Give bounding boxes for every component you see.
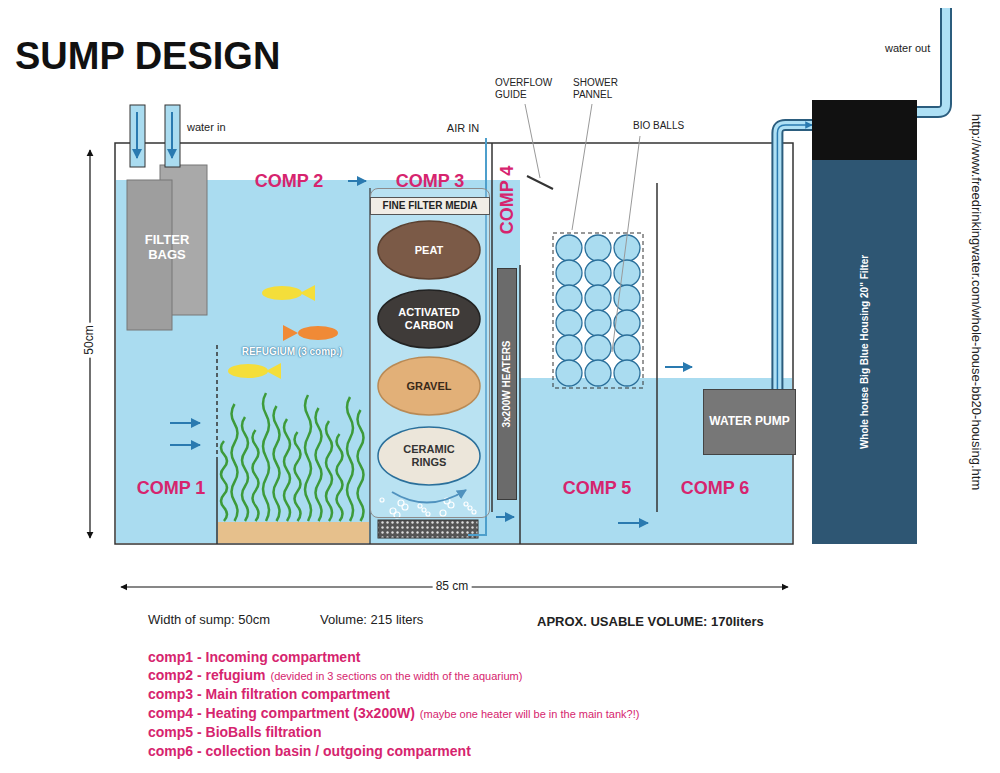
media-ellipse: [378, 290, 480, 348]
compartment-name: COMP 1: [137, 478, 206, 499]
callout-label: BIO BALLS: [633, 120, 684, 132]
flow-label: water in: [187, 121, 226, 134]
media-layer: GRAVEL: [377, 356, 481, 416]
divider: [216, 460, 218, 544]
node-label: GRAVEL: [406, 380, 451, 393]
node-label: FILTER BAGS: [132, 233, 202, 263]
outlet-pipe: [917, 8, 946, 112]
media-ellipse: [378, 357, 480, 415]
compartment-aside: (devided in 3 sections on the width of t…: [270, 670, 522, 683]
dimension-label: 85 cm: [433, 580, 472, 594]
outlet-pipe: [917, 8, 946, 112]
flow-arrows: [137, 112, 692, 523]
media-layer: PEAT: [377, 220, 481, 280]
compartment-aside: (maybe one heater will be in the main ta…: [420, 708, 640, 721]
pump-pipe: [777, 125, 812, 389]
node-label: Whole house Big Blue Housing 20" Filter: [859, 255, 871, 449]
spec-note: APROX. USABLE VOLUME: 170liters: [537, 615, 764, 630]
filter-column: FINE FILTER MEDIA PEAT ACTIVATED CARBON GRA…: [370, 188, 490, 518]
bio-balls: [556, 235, 640, 386]
node-label: ACTIVATED CARBON: [392, 306, 466, 331]
divider: [656, 183, 658, 512]
filter-housing: Whole house Big Blue Housing 20" Filter: [812, 100, 917, 544]
inlet-pipe: [130, 105, 145, 167]
compartment-note: comp6 - collection basin / outgoing comp…: [148, 743, 471, 759]
compartment-note: comp2 - refugium: [148, 667, 265, 683]
source-url: http://www.freedrinkingwater.com/whole-h…: [969, 114, 984, 490]
plants: [221, 393, 364, 521]
heater-bar: 3x200W HEATERS: [497, 268, 517, 500]
column-heading: FINE FILTER MEDIA: [370, 197, 490, 215]
divider: [491, 143, 493, 512]
water: [116, 180, 520, 543]
media-layer: ACTIVATED CARBON: [377, 289, 481, 349]
leader-lines: [525, 104, 640, 352]
divider: [519, 265, 521, 544]
dimension-label: 50cm: [83, 322, 97, 357]
flow-label: AIR IN: [447, 122, 479, 135]
inlet-pipe: [165, 105, 180, 167]
sand-bed: [218, 522, 369, 543]
media-ellipse: [378, 221, 480, 279]
node-label: PEAT: [415, 244, 444, 257]
area-label: REFUGIUM (3 comp.): [242, 346, 343, 358]
node-label: 3x200W HEATERS: [501, 340, 513, 427]
compartment-name: COMP 4: [497, 166, 518, 235]
water-pump: WATER PUMP: [703, 389, 796, 455]
flow-label: water out: [885, 42, 930, 55]
compartment-note: comp3 - Main filtration compartment: [148, 686, 390, 702]
spec-note: Volume: 215 liters: [320, 613, 423, 628]
media-layer: CERAMIC RINGS: [377, 426, 481, 486]
callout-label: SHOWER PANNEL: [573, 77, 628, 100]
node-label: CERAMIC RINGS: [392, 443, 466, 468]
filter-mesh: [378, 520, 478, 538]
callout-label: OVERFLOW GUIDE: [495, 77, 557, 100]
spec-note: Width of sump: 50cm: [148, 613, 270, 628]
compartment-note: comp1 - Incoming compartment: [148, 649, 360, 665]
sump-tank: [115, 143, 793, 544]
filter-bags: FILTER BAGS: [127, 165, 207, 330]
compartment-name: COMP 5: [563, 478, 632, 499]
node-label: WATER PUMP: [709, 415, 789, 429]
compartment-note: comp5 - BioBalls filtration: [148, 724, 321, 740]
compartment-name: COMP 3: [396, 171, 465, 192]
shower-panel: [553, 233, 643, 388]
compartment-name: COMP 6: [681, 478, 750, 499]
compartment-name: COMP 2: [255, 171, 324, 192]
compartment-note: comp4 - Heating compartment (3x200W): [148, 705, 415, 721]
divider-dashed: [216, 345, 218, 460]
diagram-title: SUMP DESIGN: [15, 35, 280, 78]
media-ellipse: [378, 427, 480, 485]
fish: [228, 285, 338, 379]
